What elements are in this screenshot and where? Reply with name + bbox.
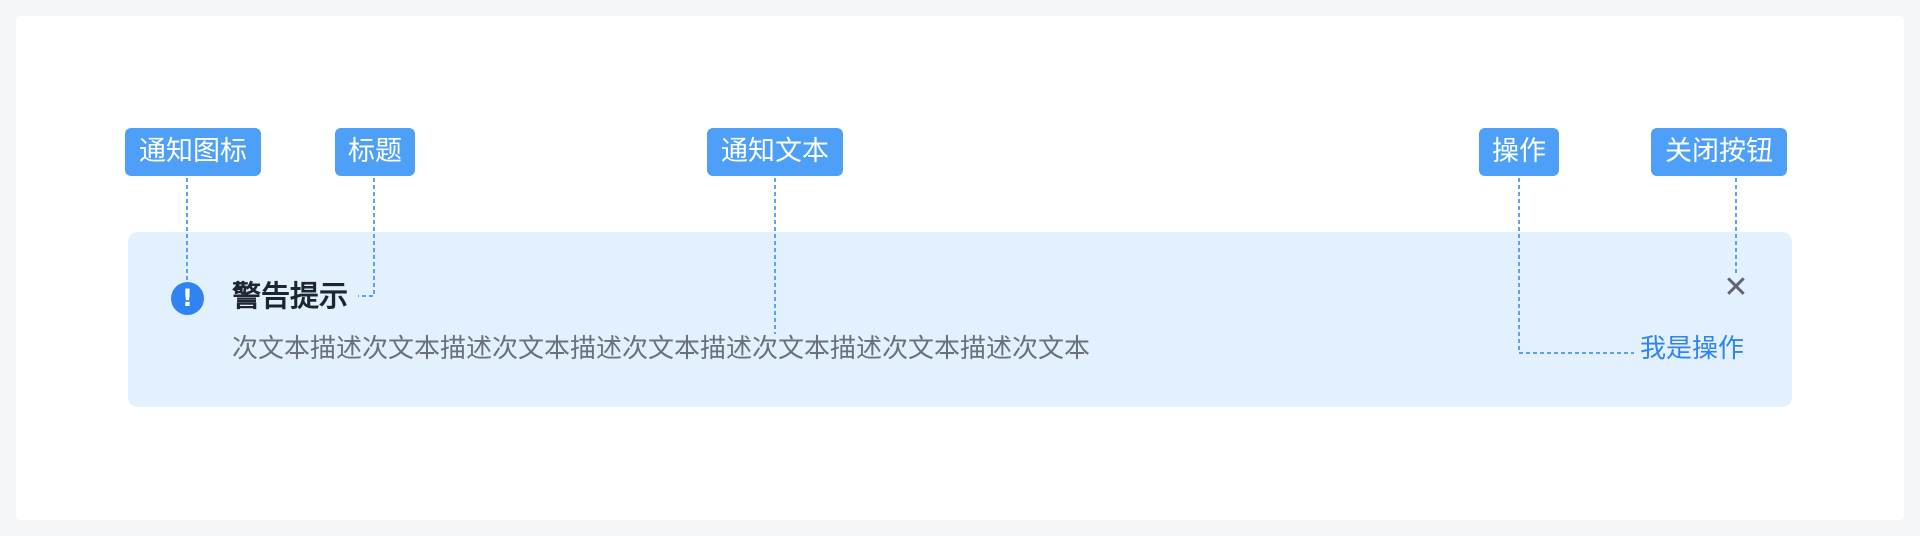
warning-icon: ! xyxy=(171,282,204,315)
annotation-tag-notification-icon: 通知图标 xyxy=(125,128,261,176)
close-icon[interactable]: ✕ xyxy=(1723,270,1749,305)
annotation-tag-notification-text: 通知文本 xyxy=(707,128,843,176)
notification-text: 次文本描述次文本描述次文本描述次文本描述次文本描述次文本描述次文本 xyxy=(232,334,1091,364)
annotation-tag-close-button: 关闭按钮 xyxy=(1651,128,1787,176)
annotation-tag-title: 标题 xyxy=(335,128,415,176)
notification-panel xyxy=(128,232,1792,407)
notification-action-link[interactable]: 我是操作 xyxy=(1640,334,1745,364)
notification-title: 警告提示 xyxy=(232,279,349,313)
annotation-tag-action: 操作 xyxy=(1479,128,1559,176)
